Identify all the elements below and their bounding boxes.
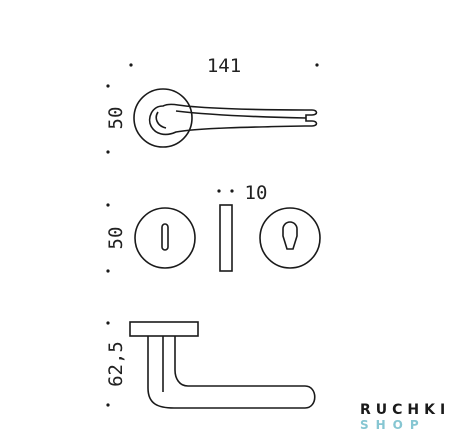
dimension-width-141: 141	[207, 55, 241, 77]
brand-name-line1: RUCHKI	[360, 402, 449, 418]
dimension-height-62-5: 62,5	[105, 341, 127, 387]
dimension-dot	[106, 403, 110, 407]
brand-name-line2: SHOP	[360, 418, 426, 432]
lever-ridge-line	[175, 110, 307, 119]
top-view-handle: 141 50	[105, 55, 319, 154]
cylinder-hole	[282, 221, 298, 250]
keyhole-slot	[161, 223, 169, 251]
dimension-dot	[106, 269, 110, 273]
dimension-dot	[315, 63, 319, 67]
dimension-dot	[129, 63, 133, 67]
rose-outline	[133, 88, 193, 148]
brand-logo: RUCHKI SHOP	[360, 402, 449, 433]
middle-view-escutcheons: 50 10	[105, 182, 321, 273]
dimension-dot	[106, 150, 110, 154]
rose-plate-profile	[129, 321, 199, 337]
dimension-dot	[230, 189, 234, 193]
dimension-dot	[217, 189, 221, 193]
cylinder-rose-outline	[259, 207, 321, 269]
bottom-view-handle: 62,5	[105, 321, 316, 409]
dimension-thickness-10: 10	[245, 182, 268, 204]
dimension-dot	[106, 321, 110, 325]
dimension-height-50-top: 50	[105, 107, 127, 130]
lever-profile-outline	[147, 336, 316, 409]
lever-outline	[148, 103, 318, 136]
lever-neck-line	[155, 111, 167, 129]
dimension-dot	[106, 203, 110, 207]
rose-side-profile	[219, 204, 233, 272]
dimension-dot	[106, 84, 110, 88]
dimension-height-50-middle: 50	[105, 227, 127, 250]
key-rose-outline	[134, 207, 196, 269]
